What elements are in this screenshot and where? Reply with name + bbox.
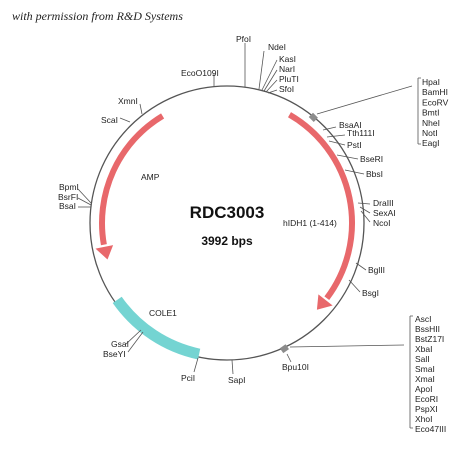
mcs-top-marker xyxy=(308,112,318,122)
site-bsai[interactable]: BsaI xyxy=(59,201,76,211)
site-sapi[interactable]: SapI xyxy=(228,375,246,385)
site-noti[interactable]: NotI xyxy=(422,128,438,138)
site-eagi[interactable]: EagI xyxy=(422,138,440,148)
site-ncoi[interactable]: NcoI xyxy=(373,218,390,228)
site-gsai[interactable]: GsaI xyxy=(111,339,129,349)
site-hpai[interactable]: HpaI xyxy=(422,77,440,87)
site-ecoo109i[interactable]: EcoO109I xyxy=(181,68,219,78)
hidh1-arrow[interactable] xyxy=(287,112,355,301)
site-bsshii[interactable]: BssHII xyxy=(415,324,440,334)
site-sali[interactable]: SalI xyxy=(415,354,430,364)
site-bsrfi[interactable]: BsrFI xyxy=(58,192,78,202)
site-xmni[interactable]: XmnI xyxy=(118,96,138,106)
site-ndei[interactable]: NdeI xyxy=(268,42,286,52)
site-pspxi[interactable]: PspXI xyxy=(415,404,438,414)
site-bglii[interactable]: BglII xyxy=(368,265,385,275)
site-nari[interactable]: NarI xyxy=(279,64,295,74)
site-nhei[interactable]: NheI xyxy=(422,118,440,128)
site-bbsi[interactable]: BbsI xyxy=(366,169,383,179)
site-scai[interactable]: ScaI xyxy=(101,115,118,125)
mcs-bottom-marker xyxy=(279,344,289,354)
site-bamhi[interactable]: BamHI xyxy=(422,87,448,97)
site-smai[interactable]: SmaI xyxy=(415,364,435,374)
site-bpu10i[interactable]: Bpu10I xyxy=(282,362,309,372)
site-xmai[interactable]: XmaI xyxy=(415,374,435,384)
site-draiii[interactable]: DraIII xyxy=(373,198,394,208)
plasmid-backbone xyxy=(89,85,365,361)
site-bpmi[interactable]: BpmI xyxy=(59,182,79,192)
amp-arrowhead xyxy=(95,245,114,260)
site-bseyi[interactable]: BseYI xyxy=(103,349,126,359)
site-plutl[interactable]: PluTI xyxy=(279,74,299,84)
site-bsgi[interactable]: BsgI xyxy=(362,288,379,298)
site-ecori[interactable]: EcoRI xyxy=(415,394,438,404)
site-asci[interactable]: AscI xyxy=(415,314,432,324)
site-apoi[interactable]: ApoI xyxy=(415,384,433,394)
plasmid-name: RDC3003 xyxy=(190,203,265,222)
cole1-origin-arc[interactable] xyxy=(112,296,201,360)
site-pfoi[interactable]: PfoI xyxy=(236,34,251,44)
site-pcii[interactable]: PciI xyxy=(181,373,195,383)
amp-arrow[interactable] xyxy=(99,113,165,246)
site-ecorv[interactable]: EcoRV xyxy=(422,97,449,107)
cole1-label: COLE1 xyxy=(149,308,177,318)
site-kasi[interactable]: KasI xyxy=(279,54,296,64)
site-bsaai[interactable]: BsaAI xyxy=(339,120,362,130)
site-xhoi[interactable]: XhoI xyxy=(415,414,433,424)
plasmid-size: 3992 bps xyxy=(201,234,253,248)
site-sexai[interactable]: SexAI xyxy=(373,208,396,218)
site-bmti[interactable]: BmtI xyxy=(422,108,439,118)
site-psti[interactable]: PstI xyxy=(347,140,362,150)
site-tth111i[interactable]: Tth111I xyxy=(347,128,375,138)
site-sfoi[interactable]: SfoI xyxy=(279,84,294,94)
mcs-bottom-site-list: AscIBssHIIBstZ17IXbaISalISmaIXmaIApoIEco… xyxy=(415,314,446,434)
copyright-credit: with permission from R&D Systems xyxy=(12,9,183,23)
site-bstz17i[interactable]: BstZ17I xyxy=(415,334,444,344)
site-xbai[interactable]: XbaI xyxy=(415,344,433,354)
hidh1-label: hIDH1 (1-414) xyxy=(283,218,337,228)
site-eco47iii[interactable]: Eco47III xyxy=(415,424,446,434)
site-bseri[interactable]: BseRI xyxy=(360,154,383,164)
amp-label: AMP xyxy=(141,172,160,182)
hidh1-arrowhead xyxy=(316,294,333,310)
